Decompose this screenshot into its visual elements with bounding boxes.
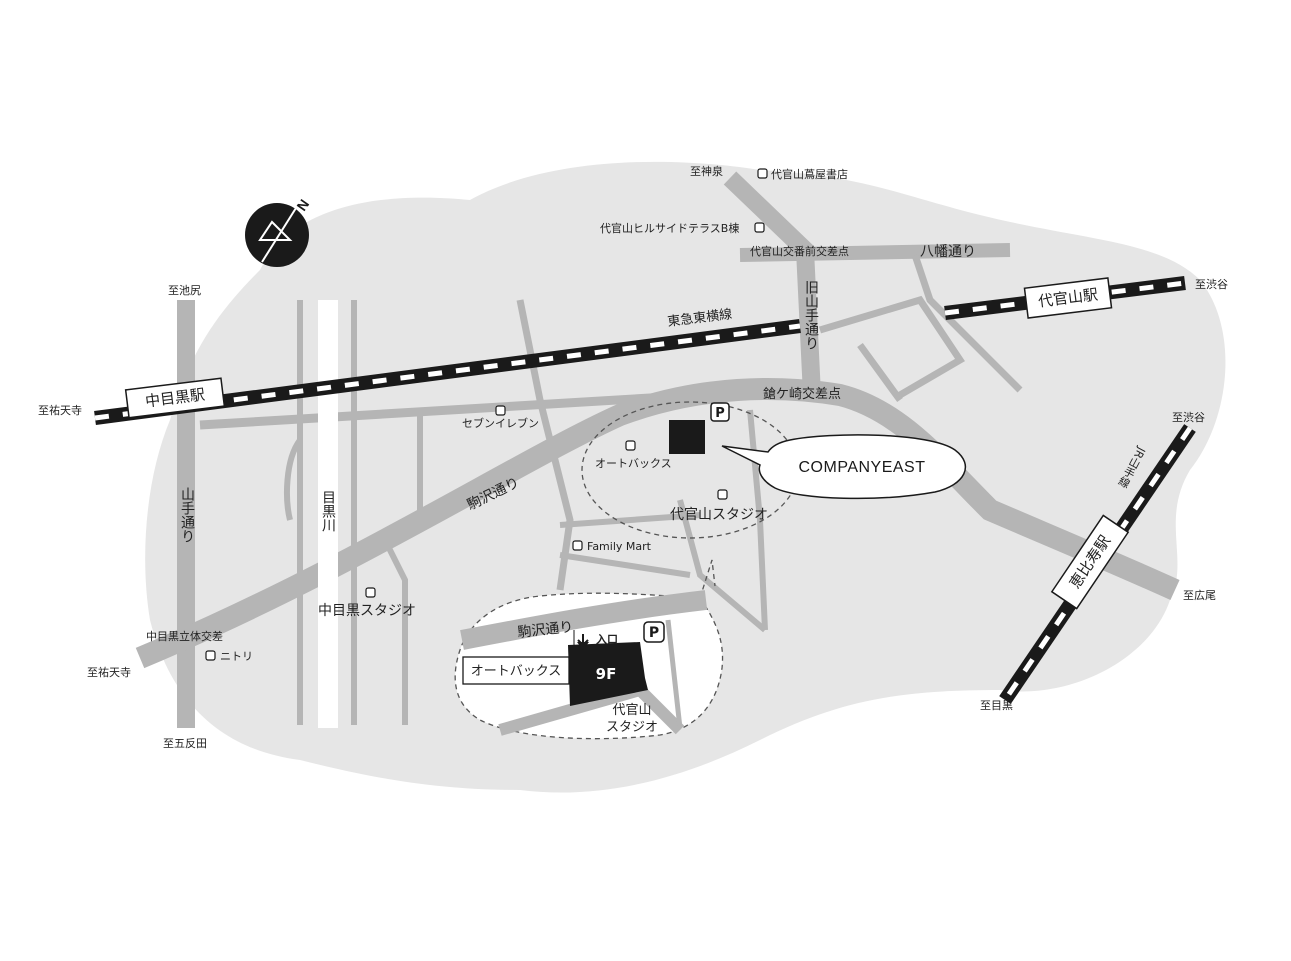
marker-daikanyama-studio <box>717 489 728 500</box>
inset-autobacs-label: オートバックス <box>471 664 562 679</box>
station-daikanyama[interactable]: 代官山駅 <box>1023 277 1113 319</box>
road-local-10 <box>559 512 701 528</box>
inset-road-komazawa <box>460 590 708 650</box>
marker-nitori <box>205 650 216 661</box>
landmark-hillside-label: 代官山ヒルサイドテラスB棟 <box>600 221 739 235</box>
road-local-6 <box>284 438 303 521</box>
intersection-yarigasaki-label: 鎗ケ崎交差点 <box>763 386 841 402</box>
road-yamate-label: 山手通り <box>179 487 195 543</box>
companyeast-callout[interactable]: COMPANYEAST <box>721 434 967 500</box>
inset-floor-label: 9F <box>596 665 617 683</box>
road-local-1 <box>818 295 965 399</box>
rail-tokyu-label: 東急東横線 <box>667 306 733 330</box>
inset-building-9f[interactable]: 9F <box>568 642 648 706</box>
inset-detail-map: オートバックス 9F 入口 P 駒沢通り 代官山 スタジオ <box>454 559 724 740</box>
road-hachiman <box>739 243 1011 262</box>
road-hachiman-label: 八幡通り <box>920 244 976 260</box>
direction-yutenji-north-label: 至祐天寺 <box>38 404 82 417</box>
marker-hillside <box>754 222 765 233</box>
landmark-nitori-label: ニトリ <box>220 650 253 663</box>
marker-autobacs <box>625 440 636 451</box>
road-local-7 <box>382 538 408 725</box>
direction-hiroo-label: 至広尾 <box>1183 589 1216 602</box>
inset-autobacs: オートバックス <box>462 656 570 685</box>
parking-icon: P <box>710 402 730 422</box>
marker-family-mart <box>572 540 583 551</box>
road-local-13 <box>747 409 768 631</box>
landmark-autobacs-label: オートバックス <box>595 457 672 470</box>
inset-parking-label: P <box>649 625 659 641</box>
direction-gotanda-label: 至五反田 <box>163 737 207 750</box>
direction-shibuya-jr-label: 至渋谷 <box>1172 411 1205 424</box>
inset-studio-line2: スタジオ <box>606 720 658 735</box>
inset-studio-line1: 代官山 <box>612 702 651 718</box>
marker-seven-eleven <box>495 405 506 416</box>
parking-label: P <box>715 406 725 421</box>
landmark-nakameguro-studio-label: 中目黒スタジオ <box>318 603 416 619</box>
companyeast-building[interactable] <box>669 420 705 454</box>
inset-parking-icon: P <box>643 621 665 643</box>
marker-tsutaya <box>757 168 768 179</box>
road-kyu-yamate-label: 旧山手通り <box>803 280 819 350</box>
road-local-3 <box>911 253 1023 393</box>
landmark-daikanyama-studio-label: 代官山スタジオ <box>670 507 768 523</box>
landmark-tsutaya-label: 代官山蔦屋書店 <box>771 167 848 181</box>
compass-north-icon: N <box>245 196 312 267</box>
inset-entrance-label: 入口 <box>596 633 618 646</box>
road-horizontal-north <box>199 390 701 430</box>
landmark-seven-eleven-label: セブンイレブン <box>462 416 539 430</box>
station-ebisu[interactable] <box>1050 514 1130 610</box>
map-land-area <box>145 161 1226 793</box>
station-naka-meguro[interactable]: 中目黒駅 <box>124 377 226 419</box>
direction-yutenji-south-label: 至祐天寺 <box>87 666 131 679</box>
intersection-daikanyama-koban-label: 代官山交番前交差点 <box>750 244 849 258</box>
landmark-family-mart-label: Family Mart <box>587 540 652 553</box>
inset-entrance: 入口 <box>573 630 618 656</box>
road-local-12 <box>677 499 767 633</box>
direction-jinsen-label: 至神泉 <box>690 164 723 178</box>
inset-road-label: 駒沢通り <box>517 619 574 641</box>
direction-ikejiri-label: 至池尻 <box>168 284 201 297</box>
companyeast-label: COMPANYEAST <box>799 459 926 476</box>
marker-nakameguro-studio <box>365 587 376 598</box>
direction-meguro-label: 至目黒 <box>980 699 1013 712</box>
inset-road-vertical <box>665 619 683 729</box>
meguro-river <box>318 300 338 728</box>
direction-shibuya-east-label: 至渋谷 <box>1195 278 1228 291</box>
intersection-nakameguro-rittai-label: 中目黒立体交差 <box>146 629 223 643</box>
road-local-2 <box>857 342 903 403</box>
river-meguro-label: 目黒川 <box>320 490 336 532</box>
road-local-11 <box>559 552 691 578</box>
